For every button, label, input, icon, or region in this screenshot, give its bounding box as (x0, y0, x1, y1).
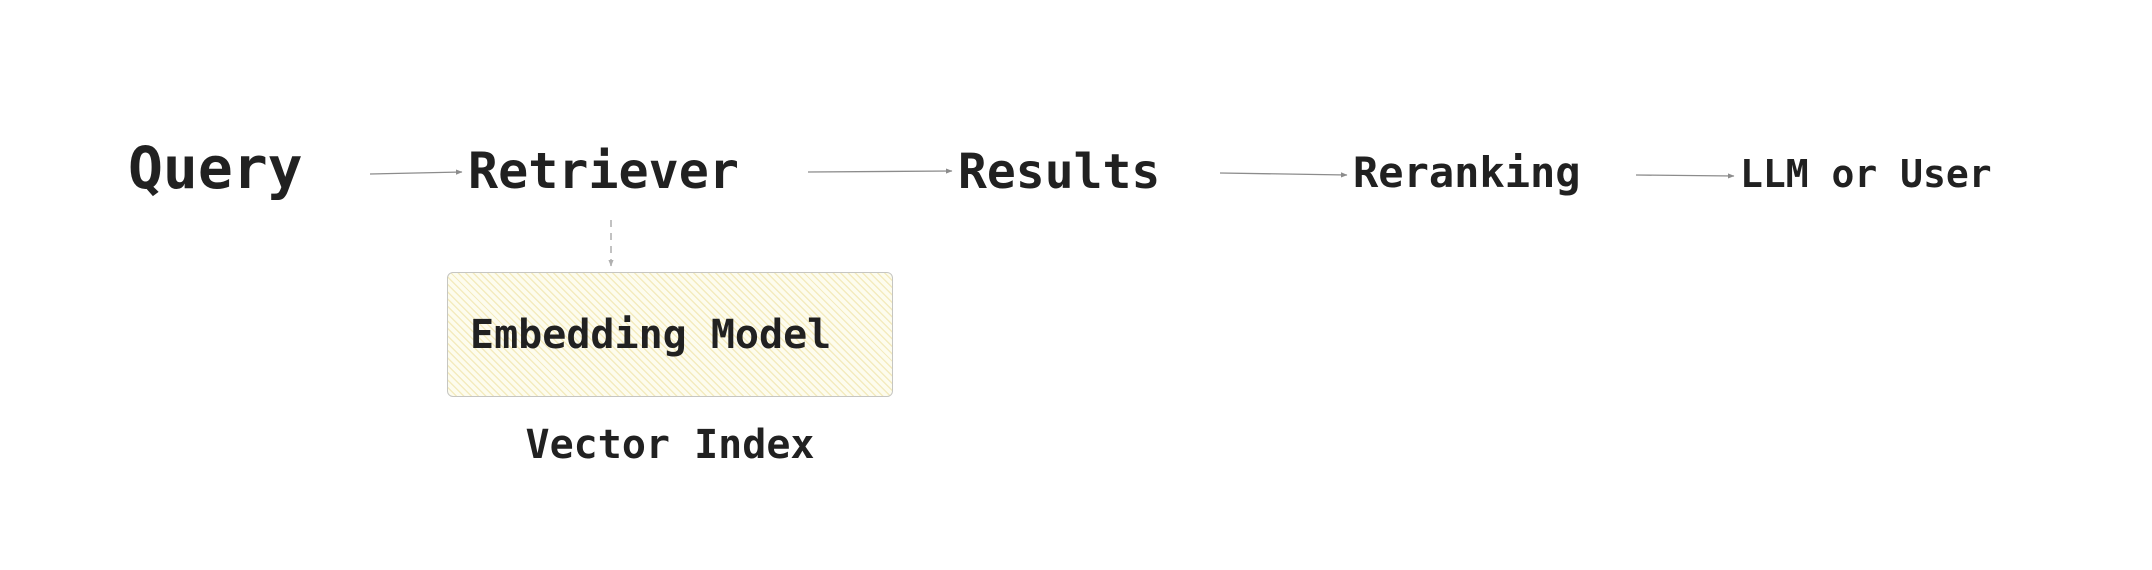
embedding-model-label: Embedding Model (470, 311, 832, 358)
edge-reranking-to-llm-user (1635, 173, 1735, 179)
edge-retriever-to-results (807, 168, 953, 174)
node-query[interactable]: Query (128, 134, 303, 202)
node-results[interactable]: Results (958, 144, 1161, 200)
edge-query-to-retriever (369, 169, 463, 175)
embedding-model-box[interactable]: Embedding Model (447, 272, 893, 397)
node-llm-or-user[interactable]: LLM or User (1740, 152, 1992, 196)
vector-index-caption: Vector Index (525, 422, 815, 468)
node-retriever[interactable]: Retriever (468, 142, 739, 200)
node-reranking[interactable]: Reranking (1353, 148, 1581, 197)
edge-results-to-reranking (1219, 172, 1348, 178)
